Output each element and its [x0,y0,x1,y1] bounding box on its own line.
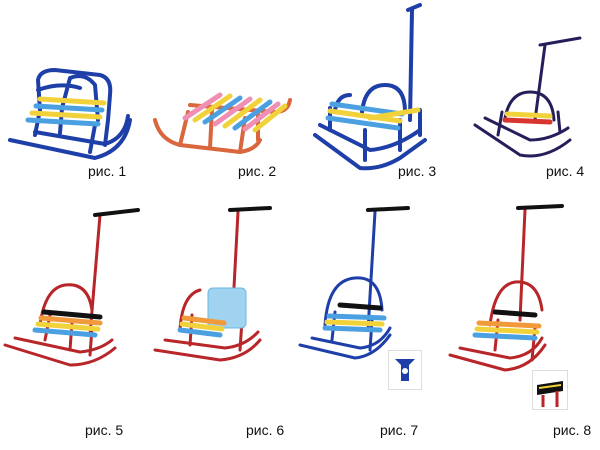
sled-8-image [448,204,564,372]
sled-figure-6: рис. 6 [150,200,300,450]
sled-figure-1: рис. 1 [0,0,150,190]
bracket-detail-8-image [537,381,563,407]
caption-fig-6: рис. 6 [246,422,285,438]
caption-fig-2: рис. 2 [238,163,277,179]
sled-6-image [153,206,272,362]
sled-figure-2: рис. 2 [150,0,300,190]
sled-5-handle-grip [93,208,140,217]
sled-1-image [8,68,132,160]
sled-7-detail-inset [388,350,422,390]
caption-fig-5: рис. 5 [85,422,124,438]
sled-7-handle-grip [366,206,410,212]
sled-2-image [153,92,292,154]
sled-7-image [298,206,410,360]
sled-8-handle-grip [516,204,564,210]
caption-fig-1: рис. 1 [88,163,127,179]
sled-4-image [473,36,582,158]
caption-fig-7: рис. 7 [380,422,419,438]
sled-6-seat-cushion [207,287,247,329]
caption-fig-4: рис. 4 [546,163,585,179]
sled-3-image [313,3,427,171]
caption-fig-8: рис. 8 [553,422,592,438]
sled-6-handle-grip [228,206,272,212]
sled-figure-8: рис. 8 [448,200,600,450]
sled-figure-5: рис. 5 [0,200,150,450]
sled-figure-4: рис. 4 [450,0,600,190]
caption-fig-3: рис. 3 [398,163,437,179]
bracket-detail-7-image [395,359,415,381]
sled-8-detail-inset [532,370,568,410]
sled-figure-7: рис. 7 [298,200,450,450]
sled-5-image [3,208,140,367]
sled-figure-3: рис. 3 [300,0,450,190]
